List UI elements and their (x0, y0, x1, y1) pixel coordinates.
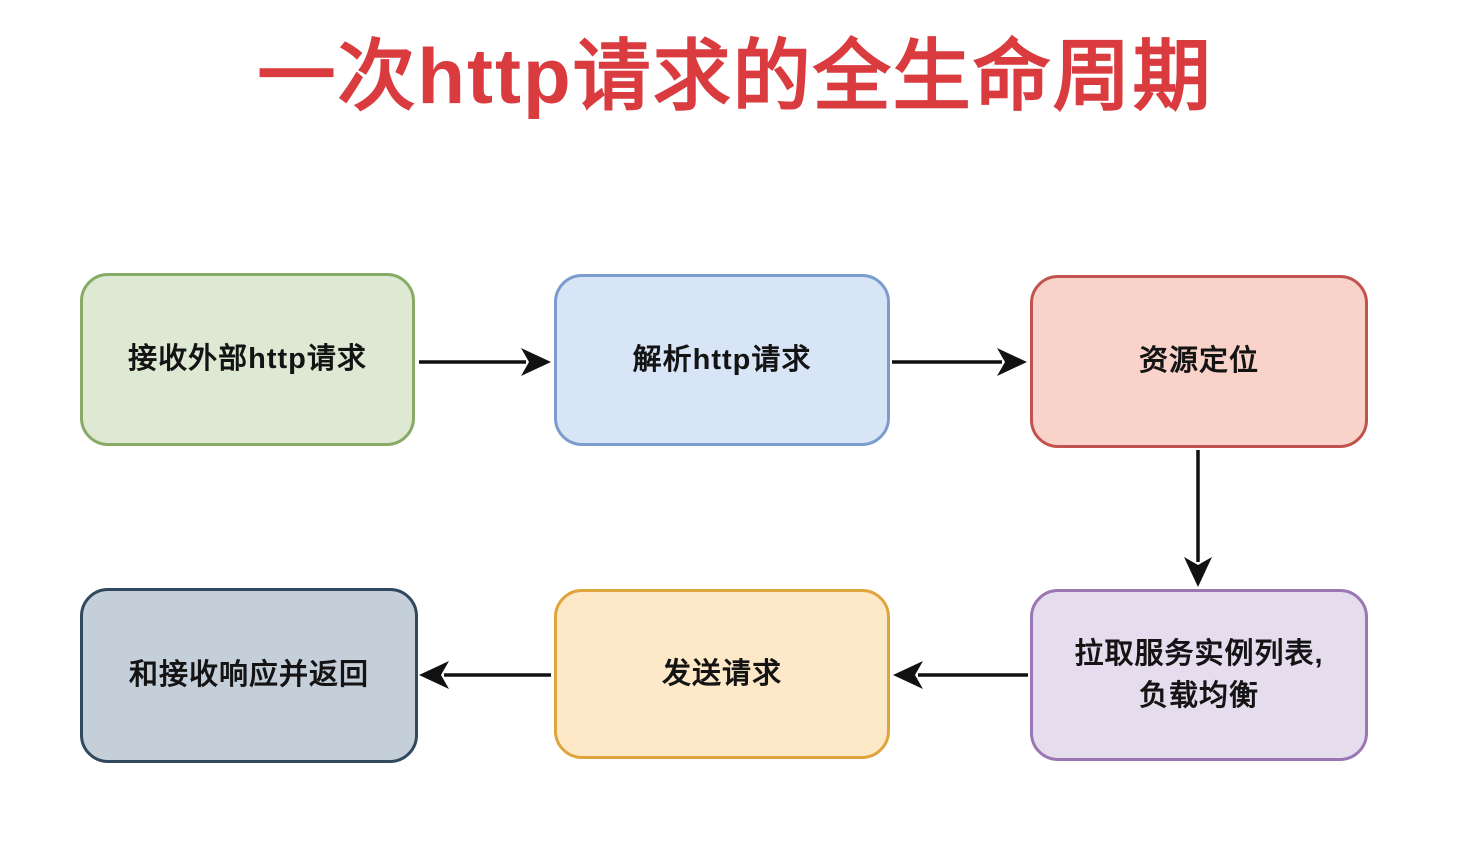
flow-node-label: 发送请求 (661, 657, 782, 690)
flow-node-send-request: 发送请求 (554, 589, 890, 759)
flow-node-label: 和接收响应并返回 (128, 659, 369, 692)
flow-node-label: 接收外部http请求 (128, 343, 367, 376)
arrow-locate-to-loadbalance (1184, 450, 1212, 587)
flow-node-label: 拉取服务实例列表, 负载均衡 (1074, 637, 1324, 712)
flow-node-receive-http-request: 接收外部http请求 (80, 273, 415, 446)
flow-node-label: 解析http请求 (632, 343, 812, 376)
flow-node-receive-response-and-return: 和接收响应并返回 (80, 588, 418, 763)
arrow-send-to-return (419, 661, 551, 689)
flow-node-parse-http-request: 解析http请求 (554, 274, 890, 446)
arrow-loadbalance-to-send (893, 661, 1028, 689)
diagram-title: 一次http请求的全生命周期 (257, 32, 1213, 120)
arrow-parse-to-locate (892, 348, 1027, 376)
flow-node-label: 资源定位 (1138, 345, 1259, 378)
arrow-receive-to-parse (419, 348, 551, 376)
flow-node-pull-instances-load-balance: 拉取服务实例列表, 负载均衡 (1030, 589, 1368, 761)
flow-node-resource-locate: 资源定位 (1030, 275, 1368, 448)
